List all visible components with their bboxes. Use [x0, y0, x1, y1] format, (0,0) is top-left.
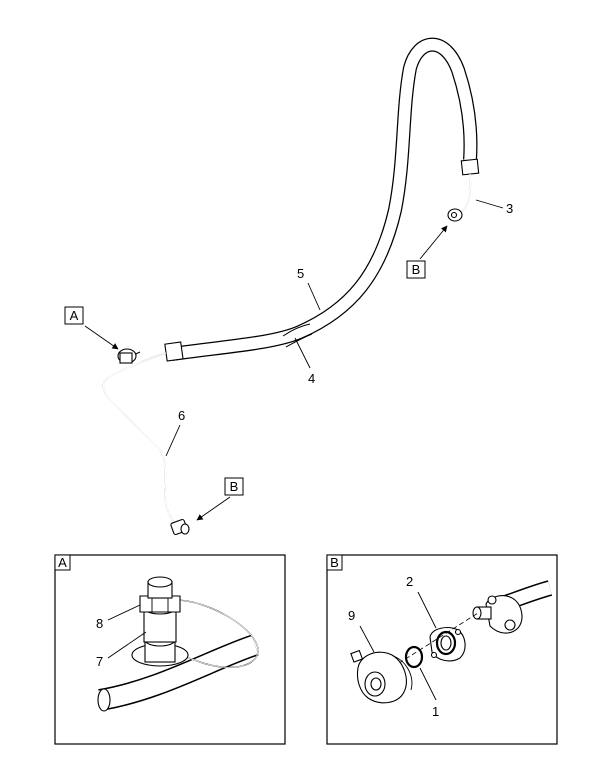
hose-sleeve	[282, 323, 311, 337]
callout-7: 7	[96, 631, 147, 669]
callout-8: 8	[96, 604, 141, 631]
svg-text:8: 8	[96, 616, 103, 631]
view-ref-b-left-label: B	[230, 479, 239, 494]
svg-text:9: 9	[348, 608, 355, 623]
callout-6: 6	[165, 408, 185, 457]
callout-4: 4	[294, 337, 315, 386]
view-ref-b-top-left: B	[196, 477, 244, 521]
hose-assembly	[102, 37, 480, 536]
hose-end-crimp-left	[164, 341, 184, 362]
hose-fill	[171, 38, 477, 360]
svg-text:6: 6	[178, 408, 185, 423]
tube-right-inner	[459, 173, 472, 214]
callout-9: 9	[348, 608, 375, 653]
callout-2: 2	[406, 574, 437, 629]
hose-outline	[171, 37, 478, 361]
detail-a-label: A	[58, 555, 67, 570]
view-ref-a-label: A	[70, 308, 79, 323]
view-ref-a-top: A	[64, 306, 119, 350]
tube-left-inner	[102, 352, 177, 526]
svg-text:7: 7	[96, 654, 103, 669]
fitting-right-hole	[450, 211, 458, 219]
switch-fitting-body	[119, 352, 133, 364]
svg-text:5: 5	[297, 266, 304, 281]
fitting-bottom-left-face	[180, 523, 190, 535]
view-ref-b-top-right: B	[406, 225, 448, 279]
svg-text:1: 1	[432, 704, 439, 719]
detail-view-b: B 9 2	[326, 554, 558, 745]
detail-b-o-ring	[404, 645, 424, 669]
svg-text:3: 3	[506, 201, 513, 216]
callout-1: 1	[419, 667, 439, 719]
detail-view-a: A 8 7	[54, 554, 286, 745]
hose-sleeve-lower	[285, 333, 313, 348]
callout-5: 5	[297, 266, 321, 311]
svg-text:2: 2	[406, 574, 413, 589]
view-ref-b-right-label: B	[412, 262, 421, 277]
svg-text:4: 4	[308, 371, 315, 386]
hose-end-crimp-right	[460, 158, 480, 176]
callout-3: 3	[475, 199, 513, 216]
detail-b-label: B	[330, 555, 339, 570]
